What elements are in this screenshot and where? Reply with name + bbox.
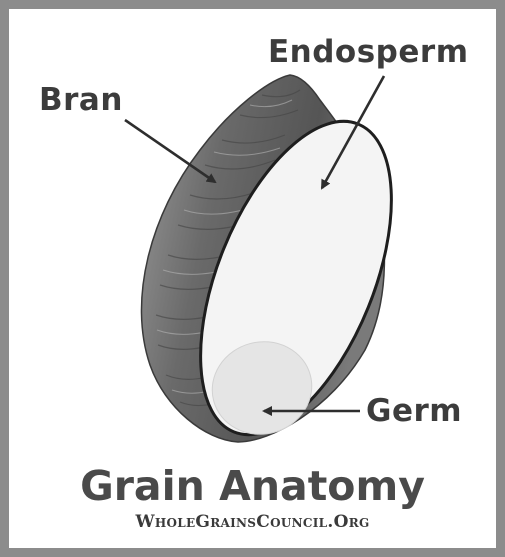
diagram-title: Grain Anatomy bbox=[0, 466, 505, 507]
germ-label: Germ bbox=[366, 396, 462, 427]
bran-label: Bran bbox=[39, 85, 123, 116]
endosperm-label: Endosperm bbox=[268, 37, 469, 68]
source-credit: WholeGrainsCouncil.Org bbox=[0, 514, 505, 531]
